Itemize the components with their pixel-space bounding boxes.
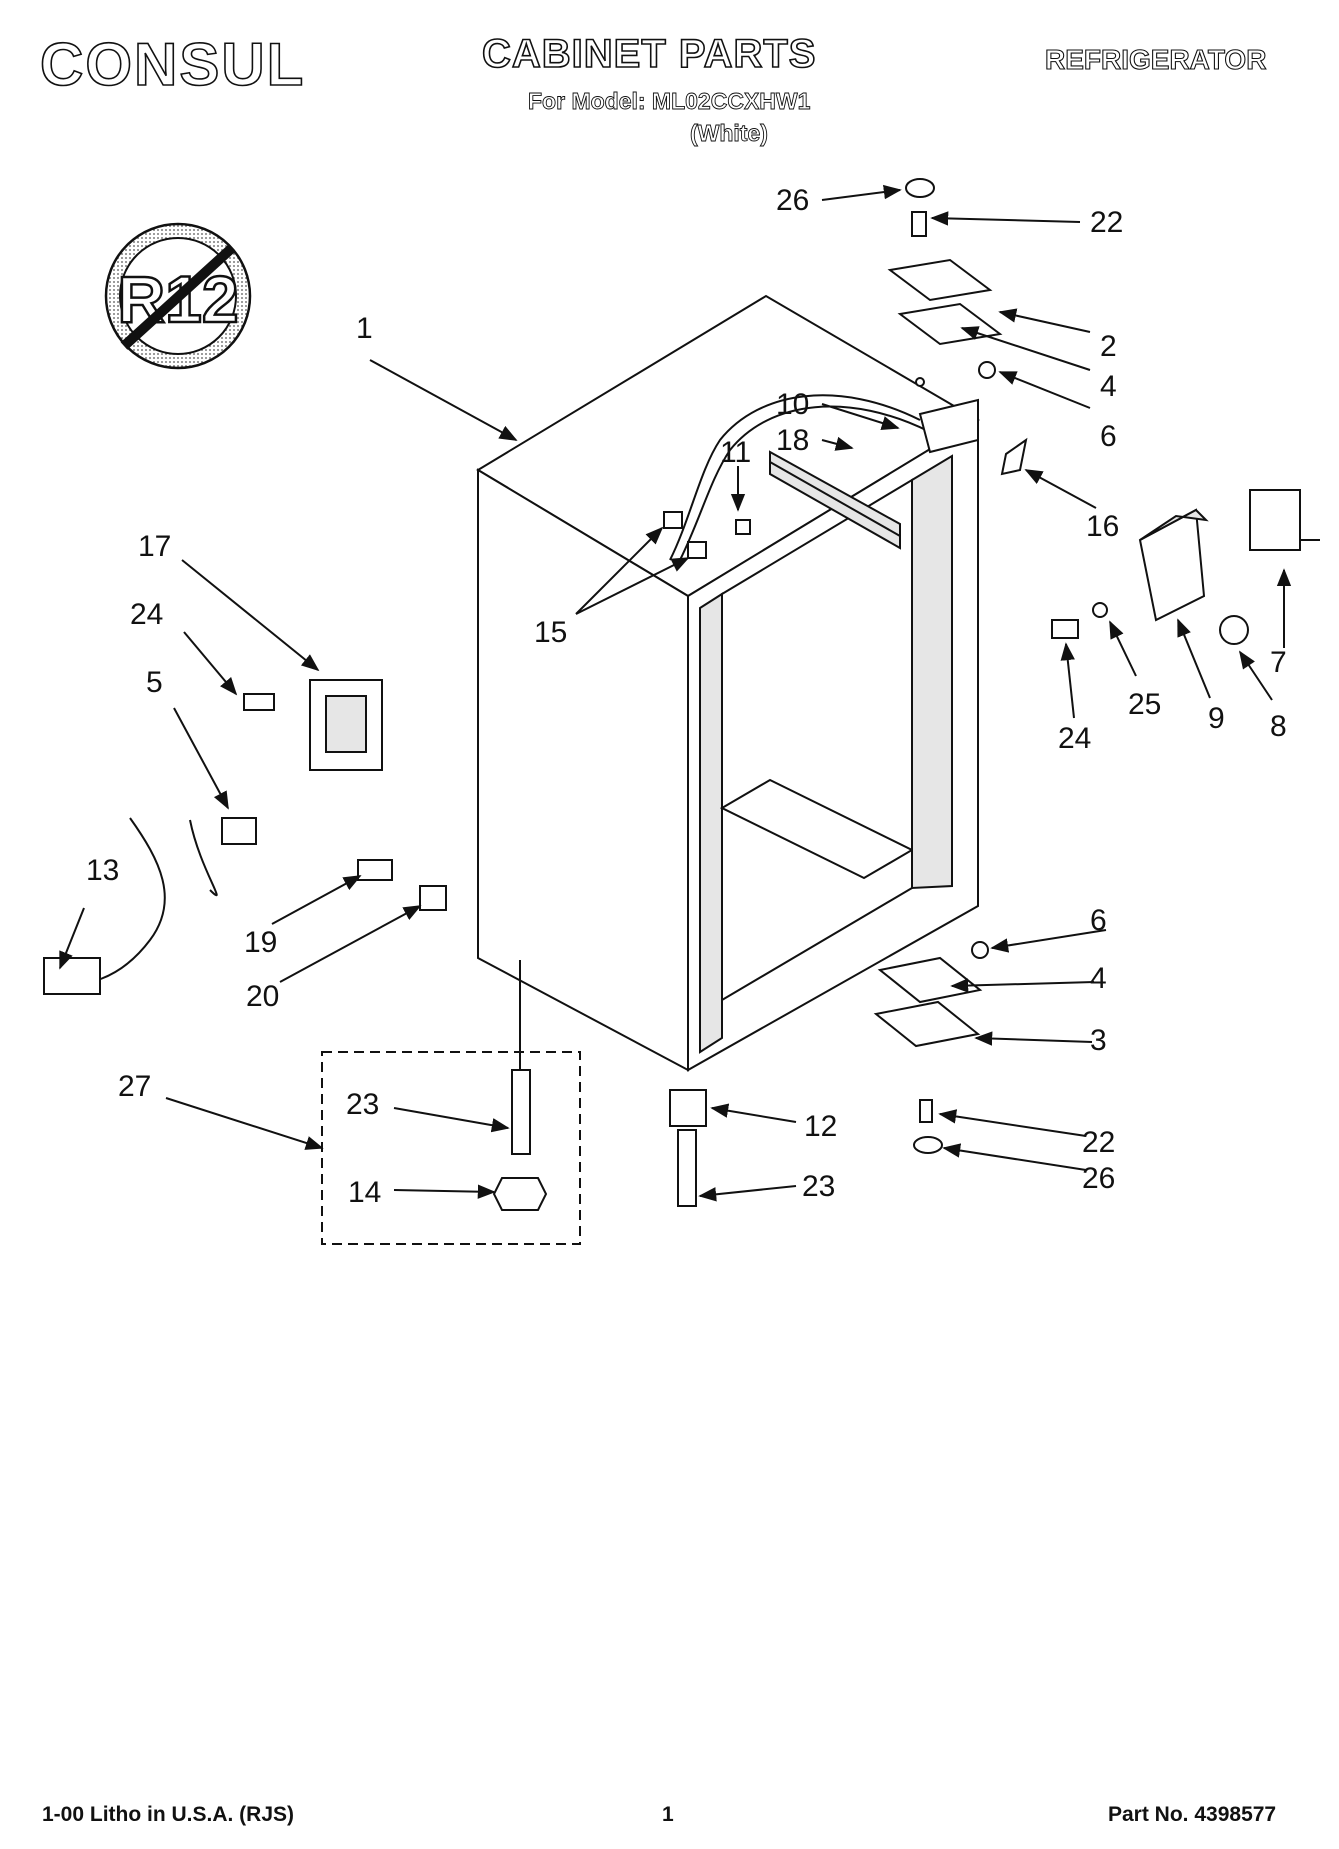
shelf-pin-a — [663, 511, 683, 529]
nut-14 — [492, 1177, 548, 1211]
clip-16 — [1000, 437, 1028, 476]
footer-part-number: Part No. 4398577 — [1108, 1803, 1277, 1826]
hinge-cap-top — [905, 178, 935, 198]
product-type: REFRIGERATOR — [1044, 43, 1267, 75]
callout-22-bottom: 22 — [1082, 1126, 1115, 1159]
callout-4-bottom: 4 — [1090, 962, 1107, 995]
footer-page-number: 1 — [662, 1803, 674, 1826]
callout-22-top: 22 — [1090, 206, 1123, 239]
callout-17: 17 — [138, 530, 171, 563]
callout-12: 12 — [804, 1110, 837, 1143]
no-r12-refrigerant-icon: R12 — [104, 222, 252, 370]
screw-24-right — [1051, 619, 1079, 639]
callout-23-right: 23 — [802, 1170, 835, 1203]
control-knob — [1219, 615, 1249, 645]
callouts: 1 2 3 4 4 5 6 6 7 8 9 10 11 12 13 14 15 … — [86, 184, 1287, 1209]
thermostat — [1249, 489, 1320, 551]
washer-25 — [1092, 602, 1108, 618]
model-line: For Model: ML02CCXHW1 — [528, 88, 811, 115]
shelf-pin-b — [687, 541, 707, 559]
callout-19: 19 — [244, 926, 277, 959]
callout-24-left: 24 — [130, 598, 163, 631]
callout-13: 13 — [86, 854, 119, 887]
pin-bottom — [971, 941, 989, 959]
power-cord — [43, 817, 218, 995]
callout-10: 10 — [776, 388, 809, 421]
switch-19 — [357, 859, 393, 881]
cabinet-shell — [476, 294, 980, 1072]
callout-26-top: 26 — [776, 184, 809, 217]
leader-lines — [59, 184, 1292, 1202]
callout-4-top: 4 — [1100, 370, 1117, 403]
callout-16: 16 — [1086, 510, 1119, 543]
callout-20: 20 — [246, 980, 279, 1013]
light-socket-housing — [309, 679, 383, 771]
callout-26-bottom: 26 — [1082, 1162, 1115, 1195]
screw-24-left — [243, 693, 275, 711]
control-housing — [1138, 508, 1209, 622]
hinge-cap-bottom — [913, 1136, 943, 1154]
brand-logo: CONSUL — [39, 30, 306, 99]
page-title: CABINET PARTS — [481, 31, 817, 77]
callout-1: 1 — [356, 312, 373, 345]
callout-3: 3 — [1090, 1024, 1107, 1057]
footer-litho: 1-00 Litho in U.S.A. (RJS) — [42, 1803, 295, 1826]
callout-8: 8 — [1270, 710, 1287, 743]
clip-11 — [735, 519, 751, 535]
lamp-5 — [221, 817, 257, 845]
callout-18: 18 — [776, 424, 809, 457]
color-line: (White) — [690, 120, 769, 147]
callout-5: 5 — [146, 666, 163, 699]
hinge-screw-top — [911, 211, 927, 237]
hinge-bottom — [873, 956, 983, 1048]
callout-14: 14 — [348, 1176, 381, 1209]
callout-6-bottom: 6 — [1090, 904, 1107, 937]
callout-7: 7 — [1270, 646, 1287, 679]
callout-9: 9 — [1208, 702, 1225, 735]
hinge-screw-bottom — [919, 1099, 933, 1123]
spacer-12 — [669, 1089, 707, 1127]
callout-25: 25 — [1128, 688, 1161, 721]
callout-23-left: 23 — [346, 1088, 379, 1121]
callout-24-right: 24 — [1058, 722, 1091, 755]
kit-box-27 — [321, 1051, 581, 1245]
callout-15: 15 — [534, 616, 567, 649]
callout-2: 2 — [1100, 330, 1117, 363]
callout-27: 27 — [118, 1070, 151, 1103]
callout-11: 11 — [720, 436, 751, 469]
callout-6-top: 6 — [1100, 420, 1117, 453]
badge-text: R12 — [117, 262, 238, 336]
leveling-leg-left — [511, 1069, 531, 1155]
pin-top — [978, 361, 996, 379]
switch-20 — [419, 885, 447, 911]
leveling-leg-right — [677, 1129, 697, 1207]
